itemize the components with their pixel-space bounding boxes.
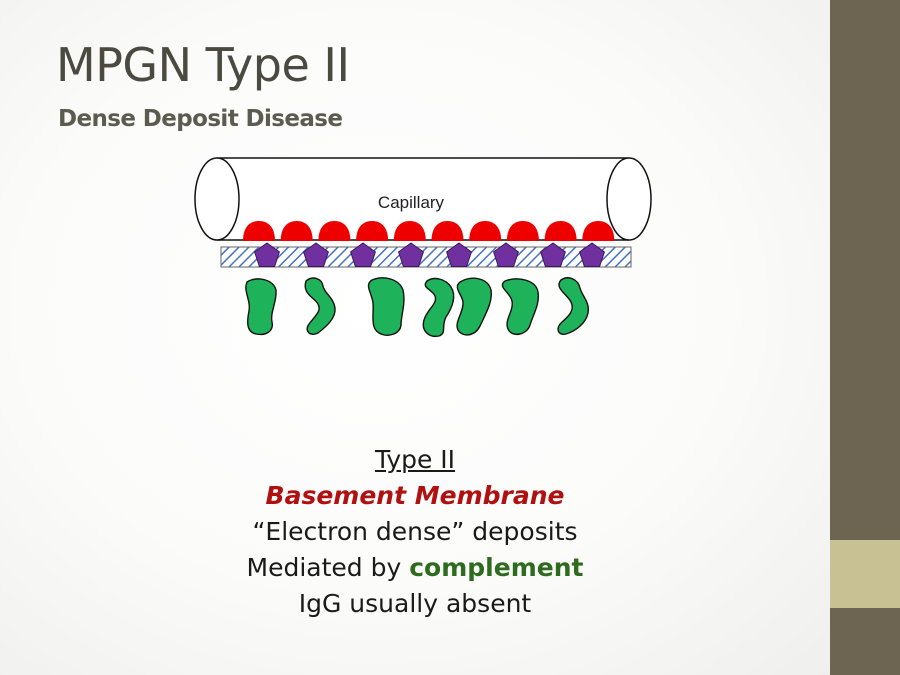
immune-deposit [243,221,275,241]
cell-shape [422,277,455,338]
caption-location: Basement Membrane [265,481,565,510]
caption-complement-highlight: complement [409,553,584,582]
capillary-right-end [606,157,652,241]
capillary-diagram: Capillary [194,157,652,338]
slide-canvas [0,0,830,675]
caption-type-heading: Type II [374,445,456,474]
complement-protein [398,242,424,267]
immune-deposit [318,221,351,241]
immune-deposit [280,221,313,241]
immune-deposit [544,221,577,241]
immune-deposit [469,221,502,241]
cell-shape [501,278,540,336]
cell-shape [456,277,493,336]
immune-deposit [431,221,464,241]
capillary-left-end [194,157,240,241]
immune-deposit [393,221,426,241]
immune-deposit [582,221,615,241]
caption-mediated-prefix: Mediated by [246,553,410,582]
immune-deposit [506,221,539,241]
complement-proteins [254,242,605,267]
complement-protein [303,242,329,267]
caption-mediated-line: Mediated by complement [205,550,625,586]
podocyte-cells [245,277,590,338]
caption-igg-line: IgG usually absent [298,589,532,618]
immune-deposit [356,221,389,241]
complement-protein [579,242,605,267]
slide-title: MPGN Type II [56,38,350,92]
complement-protein [350,242,376,267]
cell-shape [304,277,336,335]
caption-block: Type II Basement Membrane “Electron dens… [205,442,625,622]
complement-protein [540,242,566,267]
sidebar-accent-band [830,540,900,608]
complement-protein [446,242,472,267]
basement-membrane [220,246,632,268]
slide-subtitle: Dense Deposit Disease [58,106,343,132]
caption-deposits-line: “Electron dense” deposits [252,517,578,546]
cell-shape [557,277,590,336]
capillary-label: Capillary [378,193,445,212]
immune-deposits [243,221,615,241]
cell-shape [245,278,277,336]
complement-protein [493,242,519,267]
cell-shape [367,277,405,336]
complement-protein [254,242,280,267]
